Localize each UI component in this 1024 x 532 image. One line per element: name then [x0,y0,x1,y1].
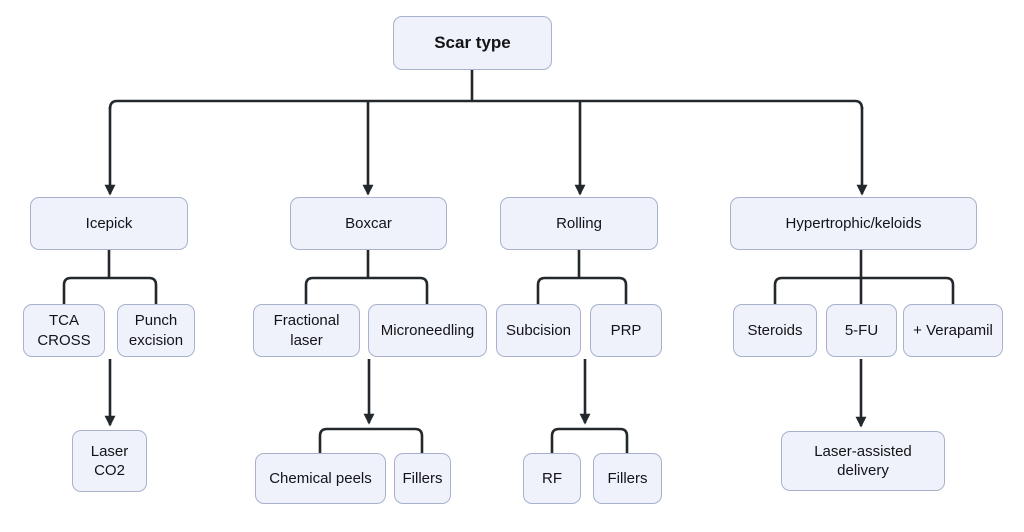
node-verapamil: + Verapamil [903,304,1003,357]
connector-boxcar-sub-bracket [318,427,424,453]
node-laser-co2: Laser CO2 [72,430,147,492]
connector-boxcar-bracket [304,276,429,304]
connector-hypertrophic-bracket [773,276,955,304]
connector-icepick-bracket [62,276,158,304]
node-punch-excision: Punch excision [117,304,195,357]
node-steroids: Steroids [733,304,817,357]
connector-top-rail [108,99,864,110]
node-fractional-laser: Fractional laser [253,304,360,357]
connector-rolling-sub-bracket [550,427,629,453]
node-microneedling: Microneedling [368,304,487,357]
node-fillers-rolling: Fillers [593,453,662,504]
node-5-fu: 5-FU [826,304,897,357]
node-scar-type: Scar type [393,16,552,70]
node-laser-assisted-delivery: Laser-assisted delivery [781,431,945,491]
node-rf: RF [523,453,581,504]
node-hypertrophic-keloids: Hypertrophic/keloids [730,197,977,250]
connector-rolling-bracket [536,276,628,304]
node-boxcar: Boxcar [290,197,447,250]
node-chemical-peels: Chemical peels [255,453,386,504]
node-subcision: Subcision [496,304,581,357]
node-icepick: Icepick [30,197,188,250]
node-tca-cross: TCA CROSS [23,304,105,357]
node-prp: PRP [590,304,662,357]
node-rolling: Rolling [500,197,658,250]
node-fillers-boxcar: Fillers [394,453,451,504]
